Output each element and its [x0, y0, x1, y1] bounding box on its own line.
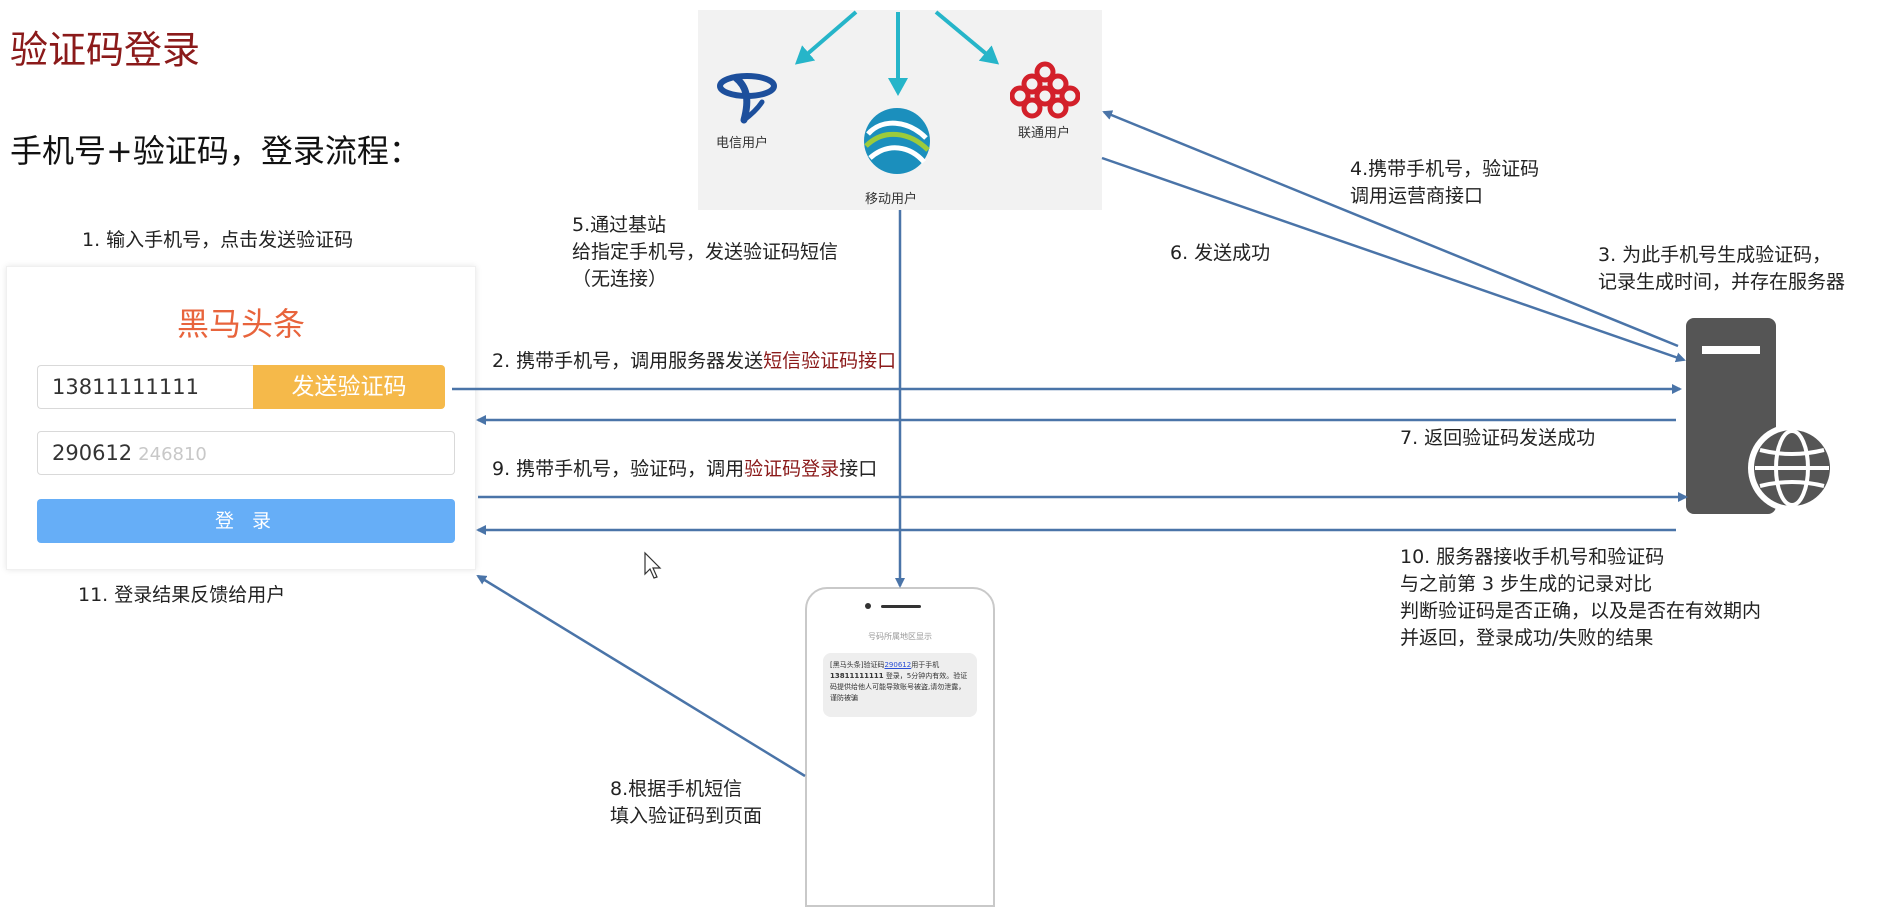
carrier-mobile-label: 移动用户: [865, 192, 918, 207]
step-9-highlight: 验证码登录: [744, 458, 840, 480]
step-2-highlight: 短信验证码接口: [763, 350, 897, 372]
step-9-note: 9. 携带手机号，验证码，调用验证码登录接口: [492, 456, 877, 483]
step-5-line-2: 给指定手机号，发送验证码短信: [572, 241, 839, 263]
sms-prefix: [黑马头条]验证码: [830, 661, 885, 669]
arrow-step-8: [476, 574, 806, 778]
step-10-line-2: 与之前第 3 步生成的记录对比: [1400, 573, 1653, 595]
sms-mid: 用于手机: [911, 661, 940, 669]
step-9-text: 9. 携带手机号，验证码，调用: [492, 458, 745, 480]
sms-bubble: [黑马头条]验证码290612用于手机 13811111111 登录，5分钟内有…: [823, 653, 977, 717]
phone-hint-text: 号码所属地区显示: [868, 632, 932, 641]
china-mobile-icon: [864, 108, 930, 174]
china-telecom-icon: [717, 73, 777, 124]
code-input-placeholder: 246810: [138, 444, 207, 465]
server-icon: [1686, 318, 1832, 514]
china-unicom-icon: [1010, 61, 1080, 119]
step-10-line-4: 并返回，登录成功/失败的结果: [1400, 627, 1654, 649]
step-9-text-end: 接口: [839, 458, 878, 480]
sms-phone: 13811111111: [830, 672, 884, 680]
step-11-note: 11. 登录结果反馈给用户: [78, 584, 286, 606]
arrow-step-6: [1101, 156, 1686, 363]
phone-input[interactable]: 13811111111: [37, 365, 253, 409]
step-4-line-2: 调用运营商接口: [1350, 185, 1484, 207]
step-2-note: 2. 携带手机号，调用服务器发送短信验证码接口: [492, 348, 896, 375]
step-5-line-1: 5.通过基站: [572, 214, 667, 236]
step-8-line-1: 8.根据手机短信: [610, 778, 743, 800]
arrow-to-telecom: [794, 10, 858, 65]
sms-code: 290612: [884, 661, 912, 669]
step-4-note: 4.携带手机号，验证码 调用运营商接口: [1350, 156, 1539, 210]
phone-camera: [865, 603, 871, 609]
step-8-line-2: 填入验证码到页面: [610, 805, 763, 827]
step-10-line-1: 10. 服务器接收手机号和验证码: [1400, 546, 1665, 568]
step-3-line-1: 3. 为此手机号生成验证码，: [1598, 244, 1832, 266]
step-1-note: 1. 输入手机号，点击发送验证码: [82, 229, 354, 251]
step-4-line-1: 4.携带手机号，验证码: [1350, 158, 1540, 180]
arrow-to-unicom: [934, 10, 1000, 65]
sms-rest: 登录，5分钟内有效。验证码提供给他人可能导致账号被盗,请勿泄露，谨防被骗: [830, 672, 968, 702]
code-input-value: 290612: [52, 441, 133, 465]
login-button[interactable]: 登 录: [37, 499, 455, 543]
step-5-note: 5.通过基站 给指定手机号，发送验证码短信 （无连接）: [572, 212, 838, 293]
step-2-text: 2. 携带手机号，调用服务器发送: [492, 350, 764, 372]
phone-mockup: 号码所属地区显示 [黑马头条]验证码290612用于手机 13811111111…: [805, 587, 995, 907]
arrow-step-4: [1102, 110, 1679, 348]
send-code-button[interactable]: 发送验证码: [253, 365, 445, 409]
step-10-line-3: 判断验证码是否正确，以及是否在有效期内: [1400, 600, 1762, 622]
step-7-note: 7. 返回验证码发送成功: [1400, 427, 1596, 449]
brand-title: 黑马头条: [176, 305, 305, 343]
mouse-cursor-icon: [644, 551, 662, 579]
step-6-note: 6. 发送成功: [1170, 242, 1271, 264]
carrier-unicom-label: 联通用户: [1018, 126, 1071, 141]
step-10-note: 10. 服务器接收手机号和验证码 与之前第 3 步生成的记录对比 判断验证码是否…: [1400, 544, 1761, 652]
phone-speaker: [881, 605, 921, 608]
step-8-note: 8.根据手机短信 填入验证码到页面: [610, 776, 762, 830]
step-3-note: 3. 为此手机号生成验证码， 记录生成时间，并存在服务器: [1598, 242, 1845, 296]
page-subtitle: 手机号+验证码，登录流程：: [10, 132, 421, 170]
step-5-line-3: （无连接）: [572, 268, 668, 290]
step-3-line-2: 记录生成时间，并存在服务器: [1598, 271, 1846, 293]
carrier-telecom-label: 电信用户: [716, 136, 769, 151]
page-title: 验证码登录: [10, 28, 201, 72]
